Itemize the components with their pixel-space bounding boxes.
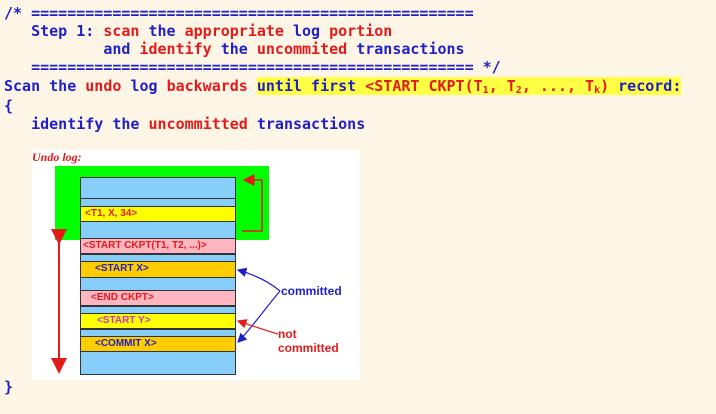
log-record-text: <START X> — [95, 263, 149, 274]
not-committed-arrow — [236, 319, 279, 335]
log-record-text: <START Y> — [97, 315, 151, 326]
log-record-text: <START CKPT(T1, T2, ...)> — [83, 240, 207, 251]
comment-open-line: /* =====================================… — [4, 4, 474, 22]
figure-arrows — [51, 174, 281, 374]
step-word: uncommited — [256, 40, 348, 58]
step-word: and — [103, 40, 131, 58]
identify-line: identify the uncommitted transactions — [4, 115, 365, 133]
code-word: Scan — [4, 77, 41, 95]
not-committed-label: not committed — [278, 327, 339, 355]
start-ckpt-prefix: <START CKPT(T — [365, 77, 483, 95]
undo-log-figure: Undo log: <T1, X, 34> <START CKPT(T1, T2… — [32, 150, 360, 380]
log-record: <T1, X, 34> — [80, 206, 236, 222]
log-record-text: <COMMIT X> — [95, 338, 157, 349]
code-word: the — [112, 115, 140, 133]
comment-close-text: ========================================… — [31, 58, 501, 76]
subscript: 2 — [515, 85, 522, 96]
log-record: <COMMIT X> — [80, 336, 236, 352]
step-word: the — [220, 40, 248, 58]
code-word: undo — [85, 77, 122, 95]
start-ckpt-text: <START CKPT(T1, T2, ..., Tk) — [365, 77, 610, 96]
log-separator — [80, 329, 236, 330]
code-word: identify — [31, 115, 104, 133]
step-word: appropriate — [184, 22, 284, 40]
close-brace: } — [4, 378, 14, 396]
log-record: <START CKPT(T1, T2, ...)> — [80, 238, 236, 254]
separator: , ..., T — [521, 77, 595, 95]
record-text: record: — [618, 77, 682, 95]
committed-arrow — [237, 290, 281, 343]
log-record-text: <T1, X, 34> — [85, 208, 138, 219]
subscript: 1 — [482, 85, 489, 96]
step-word: scan — [103, 22, 140, 40]
log-separator — [80, 198, 236, 199]
code-word: the — [49, 77, 77, 95]
figure-title: Undo log: — [32, 150, 82, 164]
step-line-1: Step 1: scan the appropriate log portion — [4, 22, 392, 40]
log-separator — [80, 254, 236, 255]
step-word: portion — [329, 22, 393, 40]
comment-close-line: ========================================… — [4, 58, 501, 76]
code-word: log — [130, 77, 158, 95]
step-word: log — [293, 22, 321, 40]
log-record: <END CKPT> — [80, 290, 236, 306]
scan-line: Scan the undo log backwards until first … — [4, 77, 682, 100]
log-record: <START X> — [80, 261, 236, 278]
step-line-2: and identify the uncommited transactions — [4, 40, 465, 58]
committed-arrow — [236, 267, 281, 292]
scan-window-arrow — [242, 174, 263, 232]
log-record: <START Y> — [80, 313, 236, 329]
code-word: uncommitted — [148, 115, 248, 133]
committed-label: committed — [281, 284, 342, 298]
close-paren: ) — [600, 77, 610, 95]
step-word: identify — [139, 40, 212, 58]
code-word: backwards — [166, 77, 248, 95]
separator: , T — [488, 77, 516, 95]
step-label: Step 1: — [31, 22, 95, 40]
log-record-text: <END CKPT> — [91, 292, 154, 303]
code-word: transactions — [256, 115, 366, 133]
step-word: transactions — [356, 40, 465, 58]
highlighted-condition: until first <START CKPT(T1, T2, ..., Tk)… — [256, 77, 682, 96]
step-word: the — [148, 22, 176, 40]
subscript: k — [594, 85, 601, 96]
open-brace: { — [4, 97, 14, 115]
until-text: until first — [256, 77, 357, 95]
log-separator — [80, 306, 236, 307]
